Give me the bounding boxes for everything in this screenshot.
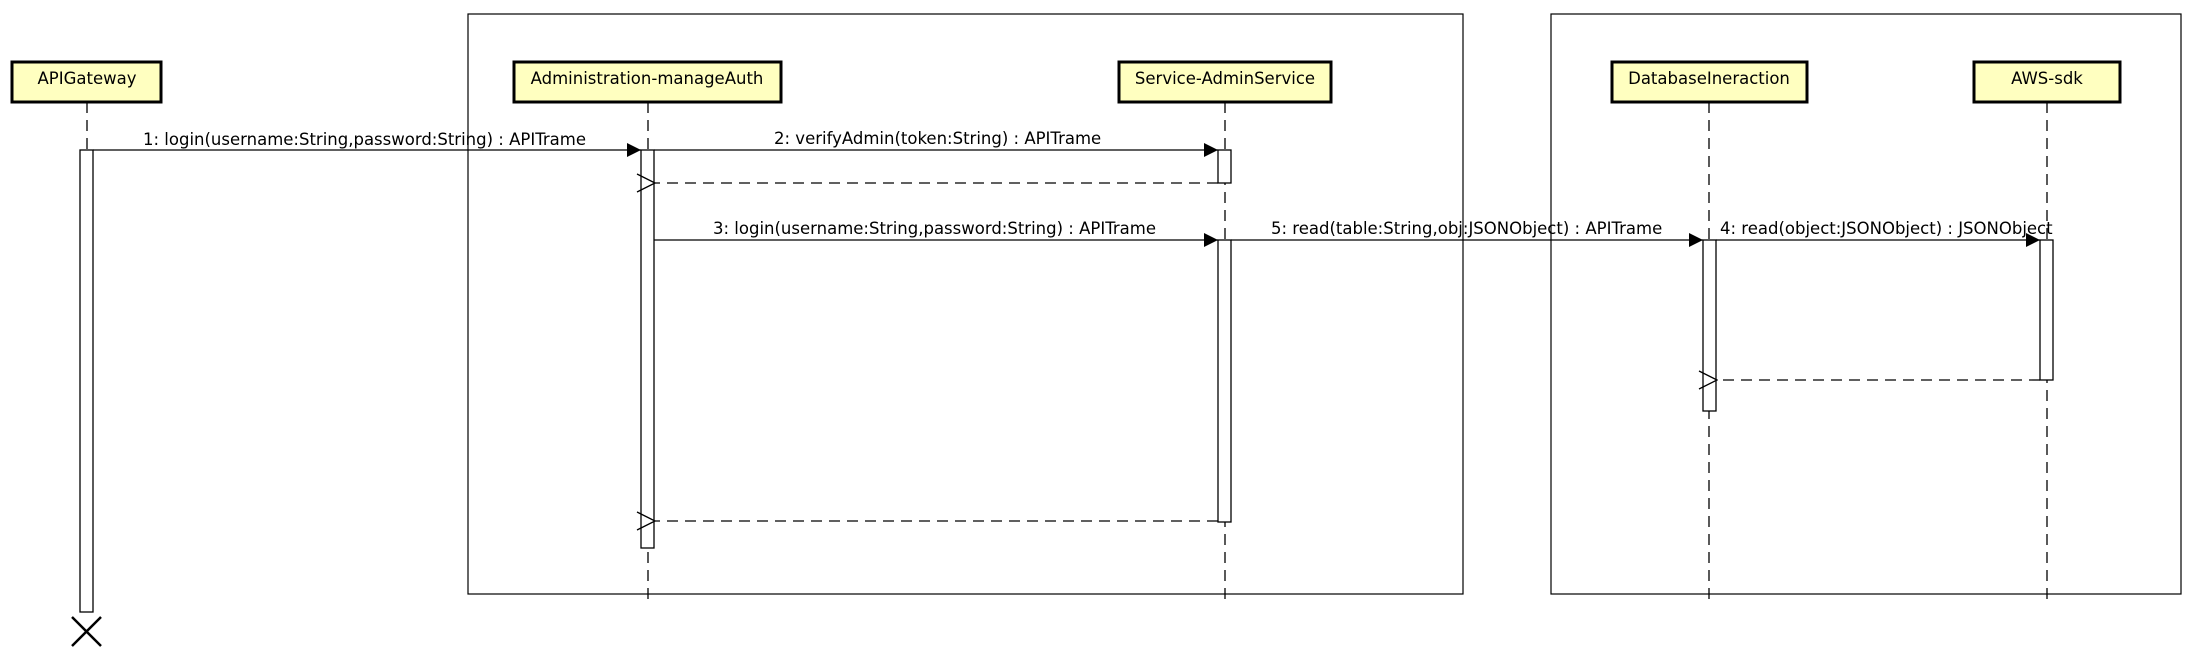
message-label-5: 5: read(table:String,obj:JSONObject) : A…: [1271, 219, 1662, 238]
message-label-1: 1: login(username:String,password:String…: [143, 130, 586, 149]
activation-administration: [640, 149, 655, 549]
activation-awssdk: [2039, 239, 2054, 381]
participant-label: AWS-sdk: [2011, 69, 2083, 88]
frame-administration: [467, 13, 1464, 595]
activation-database: [1702, 239, 1717, 412]
participant-label: Service-AdminService: [1135, 69, 1315, 88]
message-label-4: 4: read(object:JSONObject) : JSONObject: [1720, 219, 2053, 238]
frame-database: [1550, 13, 2182, 595]
participant-adminservice: Service-AdminService: [1117, 60, 1333, 104]
participant-database: DatabaseIneraction: [1610, 60, 1809, 104]
message-label-2: 2: verifyAdmin(token:String) : APITrame: [774, 129, 1101, 148]
activation-apigateway: [79, 149, 94, 613]
participant-administration: Administration-manageAuth: [512, 60, 783, 104]
destroy-x-icon: [71, 616, 102, 647]
participant-apigateway: APIGateway: [10, 60, 163, 104]
activation-adminservice-verify: [1217, 149, 1232, 184]
message-label-3: 3: login(username:String,password:String…: [713, 219, 1156, 238]
activation-adminservice-login: [1217, 239, 1232, 523]
participant-label: Administration-manageAuth: [531, 69, 764, 88]
participant-label: DatabaseIneraction: [1628, 69, 1790, 88]
participant-label: APIGateway: [38, 69, 137, 88]
participant-awssdk: AWS-sdk: [1972, 60, 2122, 104]
